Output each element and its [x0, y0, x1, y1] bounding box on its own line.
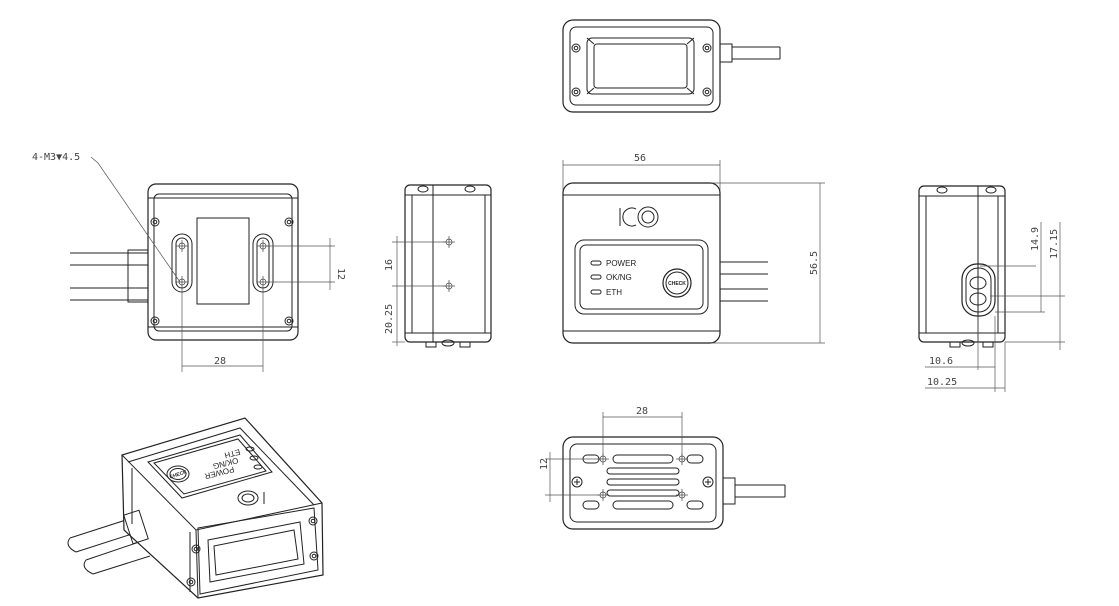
- screw-icon: [571, 87, 581, 97]
- thread-callout: 4-M3▼4.5: [32, 152, 80, 163]
- hole-icon: [176, 240, 188, 252]
- screw-icon: [702, 43, 712, 53]
- screw-icon: [308, 516, 318, 526]
- check-button-label: CHECK: [668, 281, 686, 287]
- hole-icon: [676, 489, 688, 501]
- dim-side-20-25: 20.25: [384, 304, 395, 334]
- led-okng: OK/NG: [590, 273, 632, 282]
- iso-check-button-icon: CHECK: [166, 465, 190, 483]
- dim-bottom-12: 12: [539, 458, 550, 470]
- led-power-label: POWER: [606, 259, 636, 268]
- screw-icon: [150, 316, 160, 326]
- iso-brand-logo-icon: [237, 490, 265, 506]
- screw-icon: [284, 217, 294, 227]
- check-button[interactable]: CHECK: [662, 268, 692, 298]
- dim-width-56: 56: [634, 153, 646, 164]
- dim-front-28: 28: [214, 356, 226, 367]
- screw-icon: [571, 476, 583, 488]
- screw-icon: [186, 577, 196, 587]
- dimension-texts: 4-M3▼4.5 28 12 16 20.25 56 56.5 14.9 17.…: [32, 152, 1060, 470]
- screw-icon: [284, 316, 294, 326]
- screw-icon: [309, 551, 319, 561]
- right-side-view: [918, 185, 1065, 392]
- dim-right-17-15: 17.15: [1049, 229, 1060, 259]
- front-view: [70, 156, 335, 372]
- side-view: [392, 184, 492, 348]
- led-okng-label: OK/NG: [606, 273, 632, 282]
- cable-port-icon: [961, 263, 996, 317]
- dim-front-12: 12: [335, 268, 346, 280]
- iso-led-eth-label: ETH: [223, 447, 241, 460]
- screw-icon: [702, 87, 712, 97]
- top-view: [562, 19, 781, 113]
- bottom-view: [545, 412, 786, 530]
- panel-view: POWER OK/NG ETH CHECK: [562, 160, 825, 344]
- dim-right-10-6: 10.6: [929, 356, 953, 367]
- screw-icon: [571, 43, 581, 53]
- led-eth: ETH: [590, 288, 622, 297]
- hole-icon: [176, 276, 188, 288]
- brand-logo-icon: [619, 206, 659, 228]
- iso-check-label: CHECK: [169, 469, 188, 480]
- dim-right-14-9: 14.9: [1030, 227, 1041, 251]
- screw-icon: [191, 544, 201, 554]
- dim-bottom-28: 28: [636, 406, 648, 417]
- dim-height-56-5: 56.5: [809, 251, 820, 275]
- led-eth-label: ETH: [606, 288, 622, 297]
- screw-icon: [702, 476, 714, 488]
- screw-icon: [150, 217, 160, 227]
- isometric-view: CHECK ETH OK/NG POWER: [67, 417, 324, 599]
- dim-side-16: 16: [384, 259, 395, 271]
- led-power: POWER: [590, 259, 636, 268]
- dim-right-10-25: 10.25: [927, 377, 957, 388]
